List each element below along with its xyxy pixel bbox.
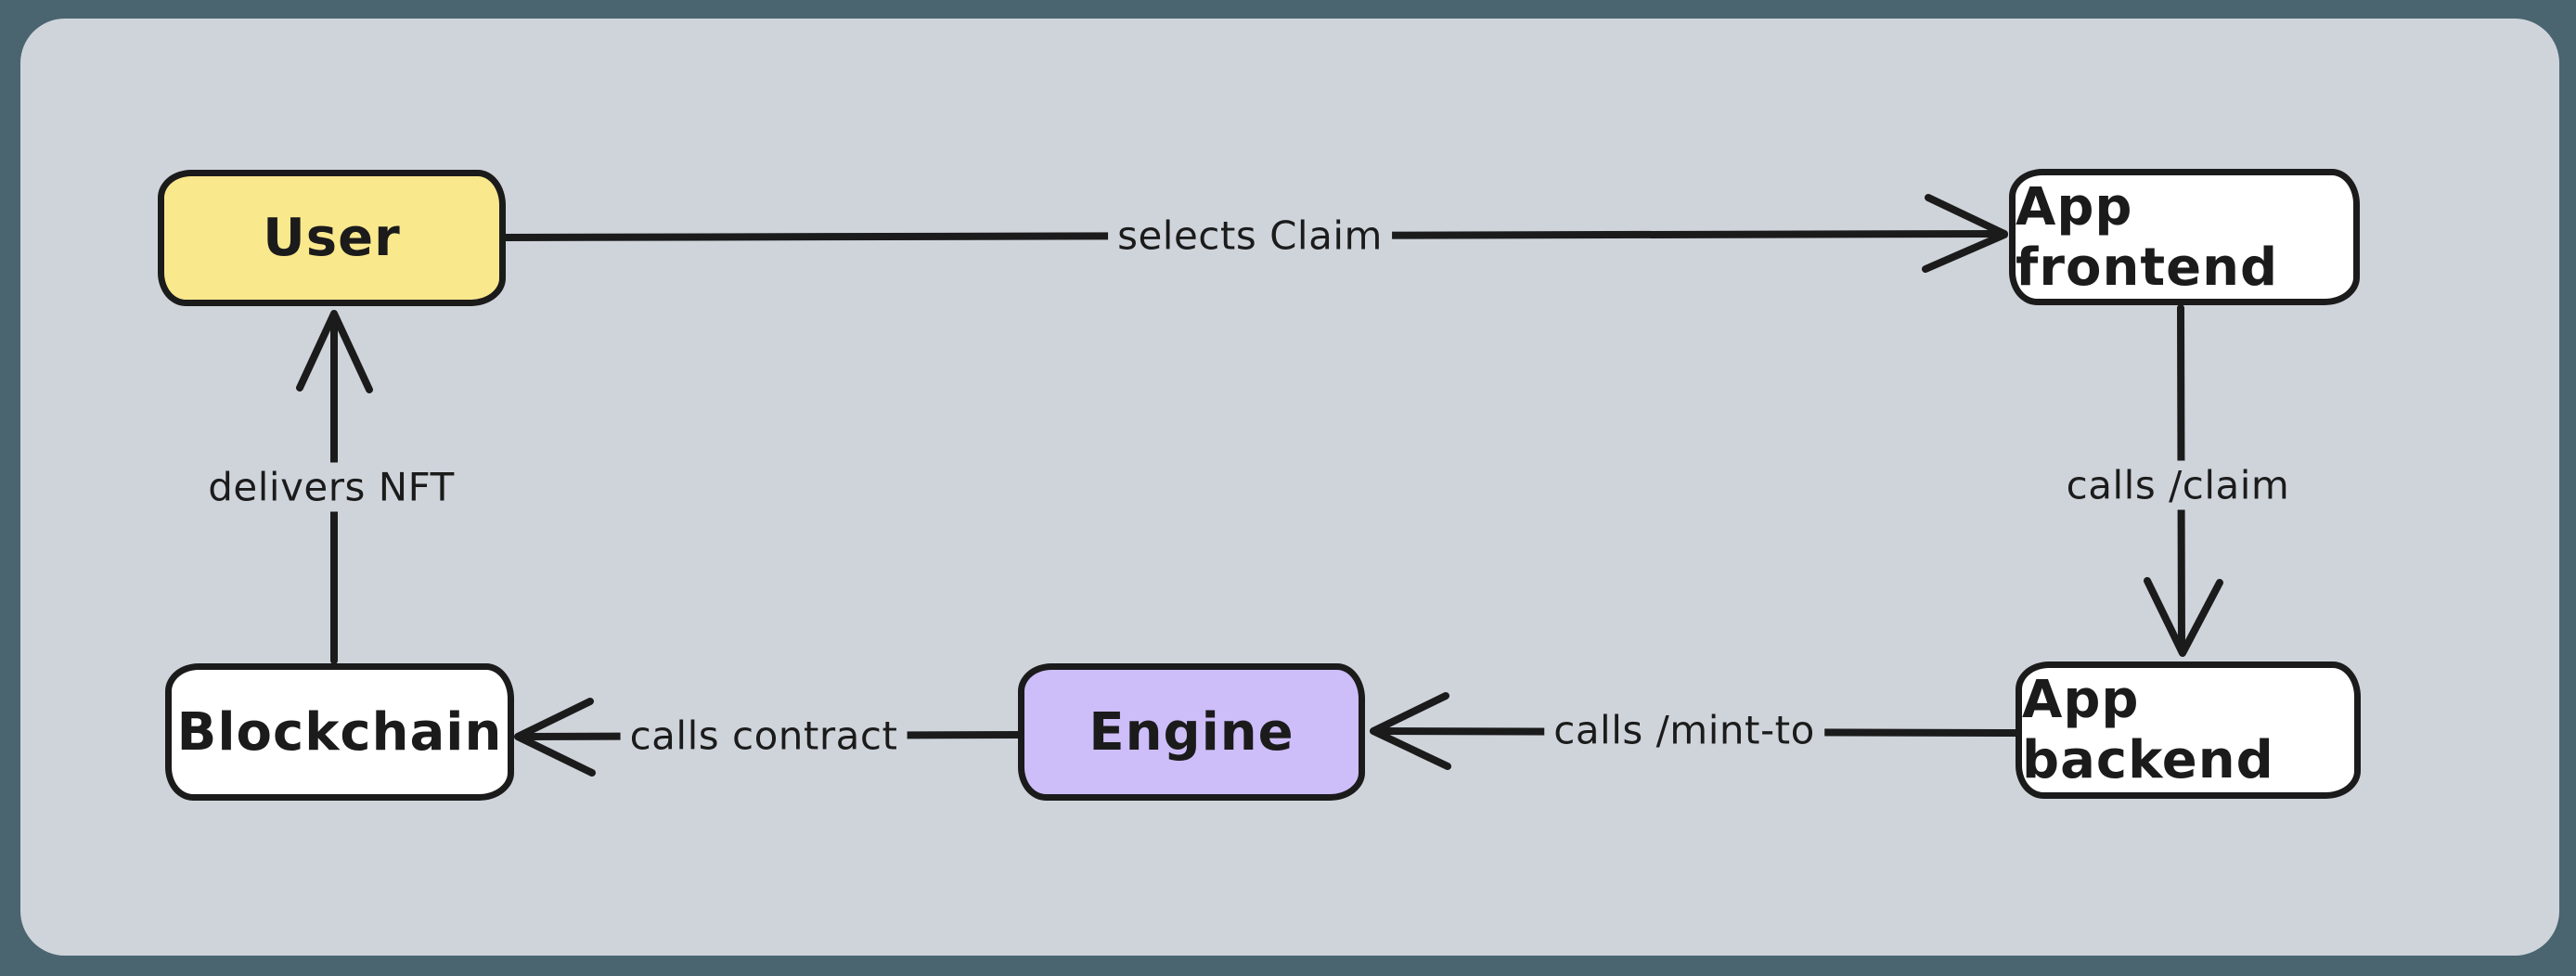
edge-label-calls-contract[interactable]: calls contract [620,711,908,761]
edge-label-calls-mint-to[interactable]: calls /mint-to [1544,705,1824,755]
node-user-label: User [263,208,401,268]
node-blockchain[interactable]: Blockchain [165,663,514,801]
node-app-frontend-label: App frontend [2016,176,2279,298]
arrowhead-down-icon [2144,577,2223,657]
edge-label-selects-claim[interactable]: selects Claim [1108,211,1392,261]
node-app-backend[interactable]: App backend [2016,661,2361,799]
node-blockchain-label: Blockchain [176,701,503,763]
edge-label-calls-claim[interactable]: calls /claim [2056,460,2299,510]
arrowhead-up-icon [296,310,373,393]
node-user[interactable]: User [158,170,506,306]
node-app-frontend[interactable]: App frontend [2009,169,2360,305]
node-app-backend-label: App backend [2022,670,2274,790]
node-engine[interactable]: Engine [1018,663,1365,801]
arrowhead-right-icon [1922,194,2008,273]
arrowhead-left-icon [1370,692,1451,770]
arrowhead-left-icon [514,698,596,777]
node-engine-label: Engine [1088,701,1294,763]
edge-label-delivers-nft[interactable]: delivers NFT [199,462,464,512]
